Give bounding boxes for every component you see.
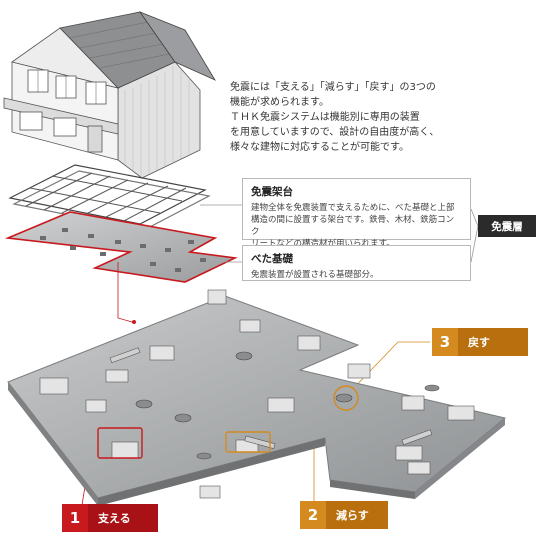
intro-line: 機能が求められます。 bbox=[230, 97, 329, 108]
intro-line: 様々な建物に対応することが可能です。 bbox=[230, 142, 409, 153]
rail-device bbox=[39, 289, 475, 499]
restore-text: 戻す bbox=[458, 328, 528, 356]
frame-title: 免震架台 bbox=[251, 186, 293, 198]
base-desc-line: 免震装置が設置される基礎部分。 bbox=[251, 270, 379, 280]
restore-number: 3 bbox=[432, 328, 458, 356]
house-illustration bbox=[3, 11, 216, 179]
base-info-box: べた基礎 免震装置が設置される基礎部分。 bbox=[242, 245, 471, 281]
isolation-devices bbox=[39, 289, 475, 499]
reduce-label: 2 減らす bbox=[300, 501, 388, 529]
base-title: べた基礎 bbox=[251, 253, 293, 265]
isolation-layer-tag: 免震層 bbox=[478, 215, 536, 237]
damper-device bbox=[109, 347, 433, 449]
highlight-restore bbox=[333, 385, 359, 411]
intro-line: ＴＨＫ免震システムは機能別に専用の装置 bbox=[230, 112, 420, 123]
reduce-number: 2 bbox=[300, 501, 326, 529]
reduce-text: 減らす bbox=[326, 501, 388, 529]
intro-line: 免震には「支える」「減らす」「戻す」の3つの bbox=[230, 82, 436, 93]
highlight-reduce bbox=[225, 431, 271, 453]
restore-label: 3 戻す bbox=[432, 328, 528, 356]
highlight-support bbox=[97, 427, 143, 459]
frame-desc-line: リートなどの構造材が用いられます。 bbox=[251, 239, 395, 249]
round-bearing bbox=[135, 351, 440, 460]
frame-desc-line: 構造の間に設置する架台です。鉄骨、木材、鉄筋コンク bbox=[251, 215, 455, 237]
support-label: 1 支える bbox=[62, 504, 158, 532]
intro-text: 免震には「支える」「減らす」「戻す」の3つの 機能が求められます。 ＴＨＫ免震シ… bbox=[230, 80, 530, 155]
intro-line: を用意していますので、設計の自由度が高く、 bbox=[230, 127, 440, 138]
support-text: 支える bbox=[88, 504, 158, 532]
support-number: 1 bbox=[62, 504, 88, 532]
frame-desc-line: 建物全体を免震装置で支えるために、べた基礎と上部 bbox=[251, 203, 455, 213]
small-base-slab bbox=[4, 211, 238, 283]
frame-info-box: 免震架台 建物全体を免震装置で支えるために、べた基礎と上部 構造の間に設置する架… bbox=[242, 178, 471, 249]
